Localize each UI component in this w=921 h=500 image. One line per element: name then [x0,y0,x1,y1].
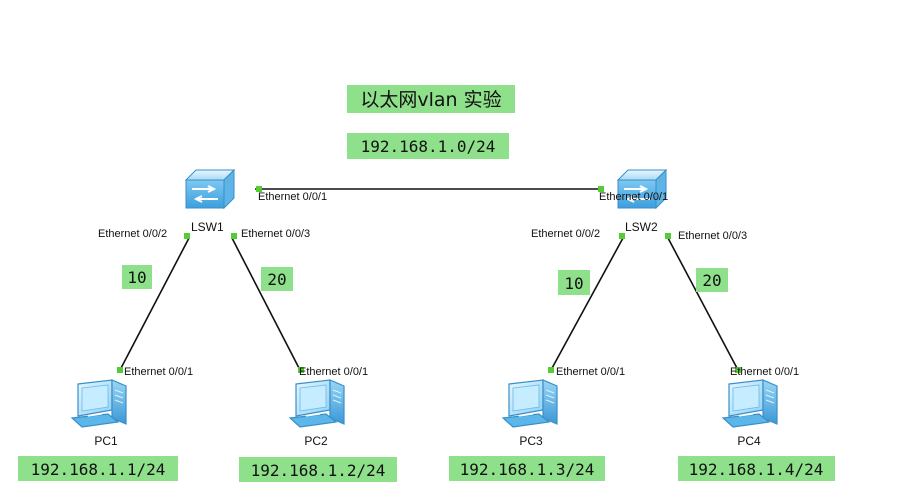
links [119,188,739,371]
pc-icon [502,379,558,428]
ip-label-pc2: 192.168.1.2/24 [239,457,397,482]
page-title: 以太网vlan 实验 [360,89,501,111]
svg-text:192.168.1.2/24: 192.168.1.2/24 [251,461,386,480]
link-lsw2-pc3[interactable] [550,237,624,371]
port-dot [619,233,625,239]
port-label-lsw2-p2: Ethernet 0/0/2 [531,228,600,240]
pc-icon [71,379,127,428]
pc-icon [722,379,778,428]
port-dot [117,367,123,373]
port-dot [298,367,304,373]
pc-pc2[interactable] [289,379,345,428]
switch-icon [185,169,235,209]
svg-text:192.168.1.1/24: 192.168.1.1/24 [31,460,166,479]
network-label: 192.168.1.0/24 [347,133,509,159]
port-dot [735,367,741,373]
pc3-label: PC3 [519,434,543,448]
vlan-label-lsw2-p2: 10 [558,270,590,295]
port-label-pc3: Ethernet 0/0/1 [556,366,625,378]
ip-label-pc3: 192.168.1.3/24 [449,456,605,481]
pc4-label: PC4 [737,434,761,448]
vlan-label-lsw1-p2: 10 [122,265,152,289]
port-label-lsw2-uplink: Ethernet 0/0/1 [599,191,668,203]
port-label-lsw1-p3: Ethernet 0/0/3 [241,228,310,240]
port-dot [548,367,554,373]
port-label-pc1: Ethernet 0/0/1 [124,366,193,378]
pc-pc1[interactable] [71,379,127,428]
port-label-lsw2-p3: Ethernet 0/0/3 [678,230,747,242]
port-dot [256,186,262,192]
port-dot [184,233,190,239]
pc-pc4[interactable] [722,379,778,428]
svg-text:192.168.1.3/24: 192.168.1.3/24 [460,460,595,479]
switch-lsw1-label: LSW1 [191,220,224,234]
pc2-label: PC2 [304,434,328,448]
port-dots [117,186,741,373]
switch-lsw1[interactable] [185,169,235,209]
port-label-lsw1-p2: Ethernet 0/0/2 [98,228,167,240]
svg-text:20: 20 [702,271,721,290]
port-dot [598,186,604,192]
ip-label-pc1: 192.168.1.1/24 [18,456,178,481]
link-lsw1-pc1[interactable] [119,237,190,371]
svg-text:192.168.1.4/24: 192.168.1.4/24 [689,460,824,479]
svg-text:10: 10 [564,274,583,293]
port-label-pc4: Ethernet 0/0/1 [730,366,799,378]
pc1-label: PC1 [94,434,118,448]
pc-icon [289,379,345,428]
svg-text:10: 10 [127,268,146,287]
port-label-pc2: Ethernet 0/0/1 [299,366,368,378]
svg-text:20: 20 [267,270,286,289]
network-address: 192.168.1.0/24 [361,137,496,156]
title-label: 以太网vlan 实验 [347,85,515,113]
pc-pc3[interactable] [502,379,558,428]
link-lsw1-pc2[interactable] [231,237,301,371]
port-dot [231,233,237,239]
link-lsw2-pc4[interactable] [667,237,739,371]
ip-label-pc4: 192.168.1.4/24 [678,456,835,481]
switch-lsw2-label: LSW2 [625,220,658,234]
vlan-label-lsw2-p3: 20 [696,268,728,292]
vlan-label-lsw1-p3: 20 [261,267,293,291]
port-dot [665,233,671,239]
port-label-lsw1-uplink: Ethernet 0/0/1 [258,191,327,203]
